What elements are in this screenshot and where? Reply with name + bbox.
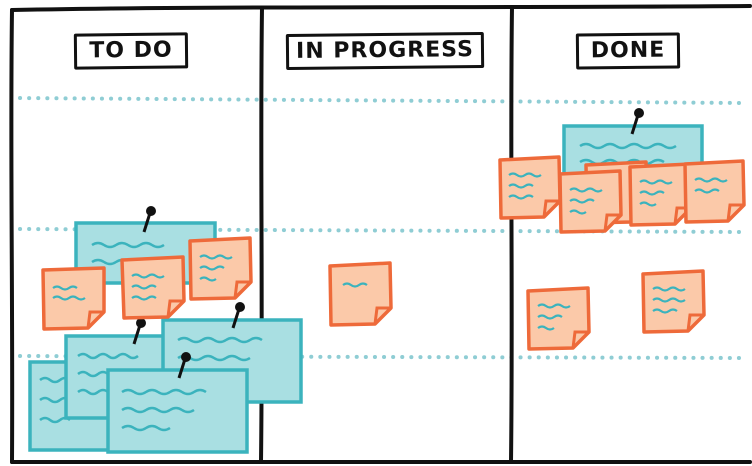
swimlane-divider-middle [18, 227, 747, 234]
column-title-done: DONE [575, 32, 681, 70]
sticky-note[interactable] [41, 266, 106, 331]
in-progress-column [328, 261, 393, 327]
sticky-note[interactable] [328, 261, 393, 327]
todo-column [28, 206, 303, 454]
swimlane-dividers [18, 96, 747, 360]
column-title-todo: TO DO [73, 32, 189, 70]
board-frame [9, 4, 752, 465]
swimlane-divider-bottom [18, 354, 747, 360]
done-column [498, 108, 746, 351]
sticky-note[interactable] [641, 269, 706, 334]
pin-icon [630, 108, 644, 135]
task-card[interactable] [106, 352, 249, 454]
column-separator-2 [509, 5, 514, 464]
sticky-note[interactable] [526, 286, 591, 351]
column-title-in-progress: IN PROGRESS [285, 31, 485, 71]
sticky-note[interactable] [120, 255, 186, 320]
sticky-note[interactable] [188, 236, 253, 301]
sticky-note[interactable] [683, 159, 746, 224]
pin-icon [177, 352, 191, 379]
sticky-note[interactable] [498, 155, 562, 220]
pin-icon [132, 318, 146, 345]
sticky-note[interactable] [628, 162, 693, 227]
pin-icon [231, 302, 245, 329]
swimlane-divider-top [18, 96, 747, 105]
sticky-note[interactable] [558, 169, 623, 234]
pin-icon [142, 206, 156, 233]
